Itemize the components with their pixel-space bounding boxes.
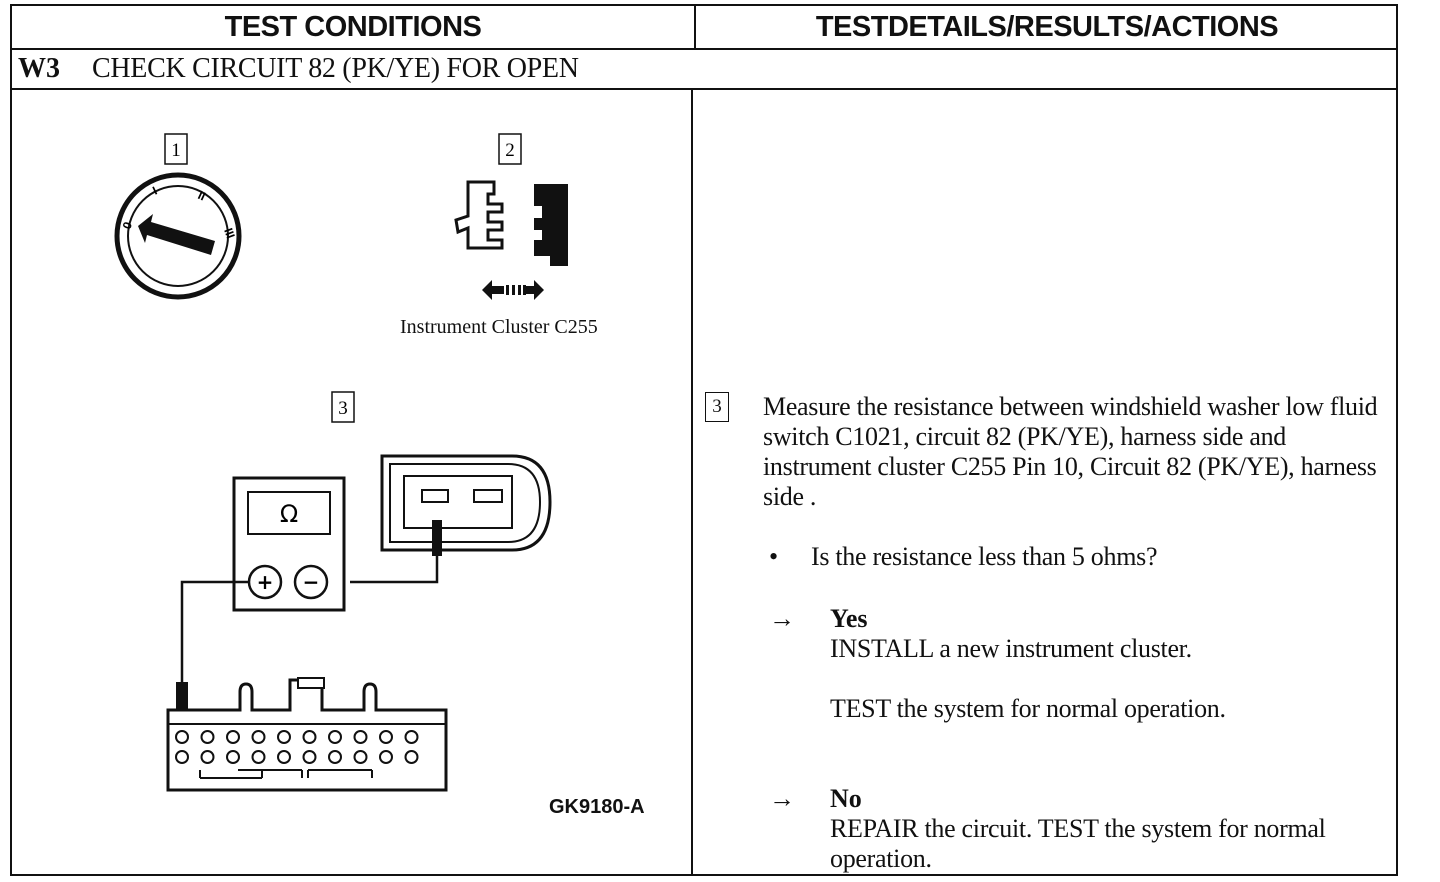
connector-pin bbox=[226, 750, 240, 764]
no-action: REPAIR the circuit. TEST the system for … bbox=[830, 814, 1326, 873]
question-text: Is the resistance less than 5 ohms? bbox=[811, 542, 1158, 571]
body-divider bbox=[691, 90, 693, 876]
connector-pin bbox=[251, 730, 266, 744]
test-details-panel: 3 Measure the resistance between windshi… bbox=[693, 90, 1398, 876]
test-conditions-header: TEST CONDITIONS bbox=[224, 10, 482, 43]
no-label: No bbox=[830, 784, 862, 813]
ignition-pos-0: 0 bbox=[120, 220, 136, 231]
connector-pin bbox=[200, 730, 215, 744]
connector-pin bbox=[353, 730, 368, 744]
step-title-row: W3 CHECK CIRCUIT 82 (PK/YE) FOR OPEN bbox=[18, 50, 579, 88]
connector-pin bbox=[277, 750, 291, 764]
meter-minus: − bbox=[303, 570, 320, 594]
no-arrow: → bbox=[769, 784, 795, 813]
connector-pin bbox=[353, 750, 368, 764]
test-conditions-diagram: 1 0 I II III 2 bbox=[12, 90, 692, 876]
connector-caption: Instrument Cluster C255 bbox=[400, 316, 598, 338]
connector-pin bbox=[175, 750, 189, 764]
connector-pin bbox=[379, 730, 393, 744]
connector-disconnect-icon bbox=[454, 180, 568, 300]
connector-pin bbox=[379, 750, 393, 764]
connector-pin bbox=[404, 730, 419, 744]
connector-pin bbox=[226, 730, 240, 744]
yes-arrow: → bbox=[769, 604, 795, 633]
yes-action-test: TEST the system for normal operation. bbox=[830, 694, 1226, 723]
callout-1: 1 bbox=[164, 133, 188, 165]
test-details-header: TESTDETAILS/RESULTS/ACTIONS bbox=[815, 10, 1279, 43]
switch-connector-icon bbox=[380, 454, 552, 556]
ignition-pos-2: II bbox=[196, 188, 208, 204]
callout-3-label: 3 bbox=[338, 398, 348, 419]
ohmmeter-icon: Ω + − bbox=[232, 476, 346, 612]
step-number-box: 3 bbox=[705, 392, 729, 422]
ignition-pos-1: I bbox=[150, 184, 159, 198]
callout-2: 2 bbox=[498, 133, 522, 165]
connector-pin bbox=[328, 750, 342, 764]
ignition-pos-3: III bbox=[221, 226, 238, 240]
ohm-symbol: Ω bbox=[280, 500, 298, 528]
callout-1-label: 1 bbox=[171, 140, 181, 161]
connector-pin bbox=[251, 750, 266, 764]
step-id: W3 bbox=[18, 53, 60, 84]
yes-action-install: INSTALL a new instrument cluster. bbox=[830, 634, 1192, 663]
connector-pin bbox=[328, 730, 342, 744]
step-rule bbox=[12, 88, 1396, 90]
step-title: CHECK CIRCUIT 82 (PK/YE) FOR OPEN bbox=[92, 53, 579, 84]
callout-2-label: 2 bbox=[505, 140, 515, 161]
header-rule bbox=[12, 48, 1396, 50]
figure-code: GK9180-A bbox=[549, 796, 645, 818]
connector-pin bbox=[277, 730, 291, 744]
connector-pin bbox=[302, 730, 317, 744]
callout-3: 3 bbox=[331, 391, 355, 423]
ignition-switch-icon: 0 I II III bbox=[114, 172, 242, 300]
cluster-connector-c255-icon bbox=[166, 677, 448, 792]
yes-label: Yes bbox=[830, 604, 868, 633]
connector-pin bbox=[200, 750, 215, 764]
instruction-text: Measure the resistance between windshiel… bbox=[763, 392, 1378, 511]
test-table: TEST CONDITIONS TESTDETAILS/RESULTS/ACTI… bbox=[10, 4, 1398, 876]
connector-pin bbox=[302, 750, 317, 764]
question-bullet: • bbox=[769, 542, 779, 571]
header-divider bbox=[694, 6, 696, 48]
connector-pin bbox=[404, 750, 419, 764]
connector-pin bbox=[175, 730, 189, 744]
connector-pin-grid bbox=[175, 730, 419, 764]
wiring-illustration: 1 0 I II III 2 bbox=[114, 133, 568, 792]
meter-plus: + bbox=[257, 570, 274, 594]
